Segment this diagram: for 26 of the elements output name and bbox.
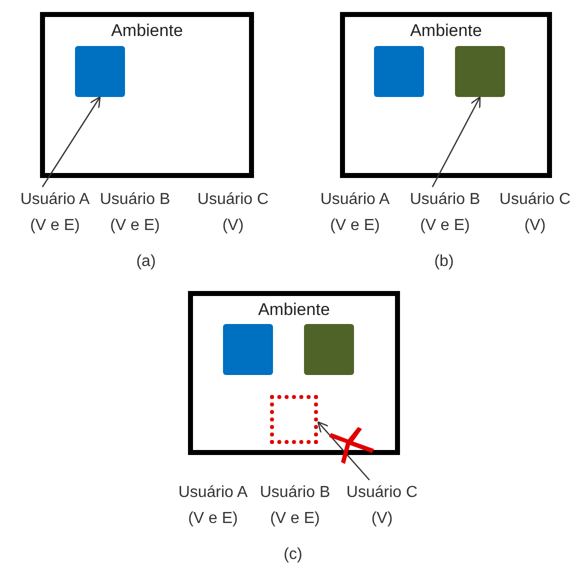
- user-label: Usuário B (V e E): [98, 190, 172, 236]
- user-object-square: [374, 46, 424, 97]
- user-label: Usuário B (V e E): [258, 483, 332, 529]
- user-label: Usuário A (V e E): [13, 187, 97, 239]
- user-label: Usuário A (V e E): [319, 190, 391, 236]
- environment-frame: [188, 291, 400, 455]
- arrow: [432, 96, 481, 188]
- user-object-square: [223, 324, 273, 375]
- panel-caption: (c): [282, 545, 304, 565]
- environment-frame: [340, 12, 552, 178]
- frame-title: Ambiente: [409, 21, 483, 41]
- panel-caption: (a): [135, 252, 157, 272]
- user-label: Usuário C (V): [498, 190, 572, 236]
- user-label: Usuário C (V): [196, 190, 270, 236]
- user-label: Usuário C (V): [340, 480, 424, 532]
- user-label: Usuário A (V e E): [177, 483, 249, 529]
- arrow: [317, 421, 370, 480]
- panel-caption: (b): [433, 252, 455, 272]
- environment-frame: [40, 12, 254, 178]
- frame-title: Ambiente: [110, 21, 184, 41]
- dashed-placeholder-square: [270, 395, 318, 444]
- user-object-square: [304, 324, 354, 375]
- user-label: Usuário B (V e E): [403, 187, 487, 239]
- user-object-square: [75, 46, 125, 97]
- user-object-square: [455, 46, 505, 97]
- frame-title: Ambiente: [257, 300, 331, 320]
